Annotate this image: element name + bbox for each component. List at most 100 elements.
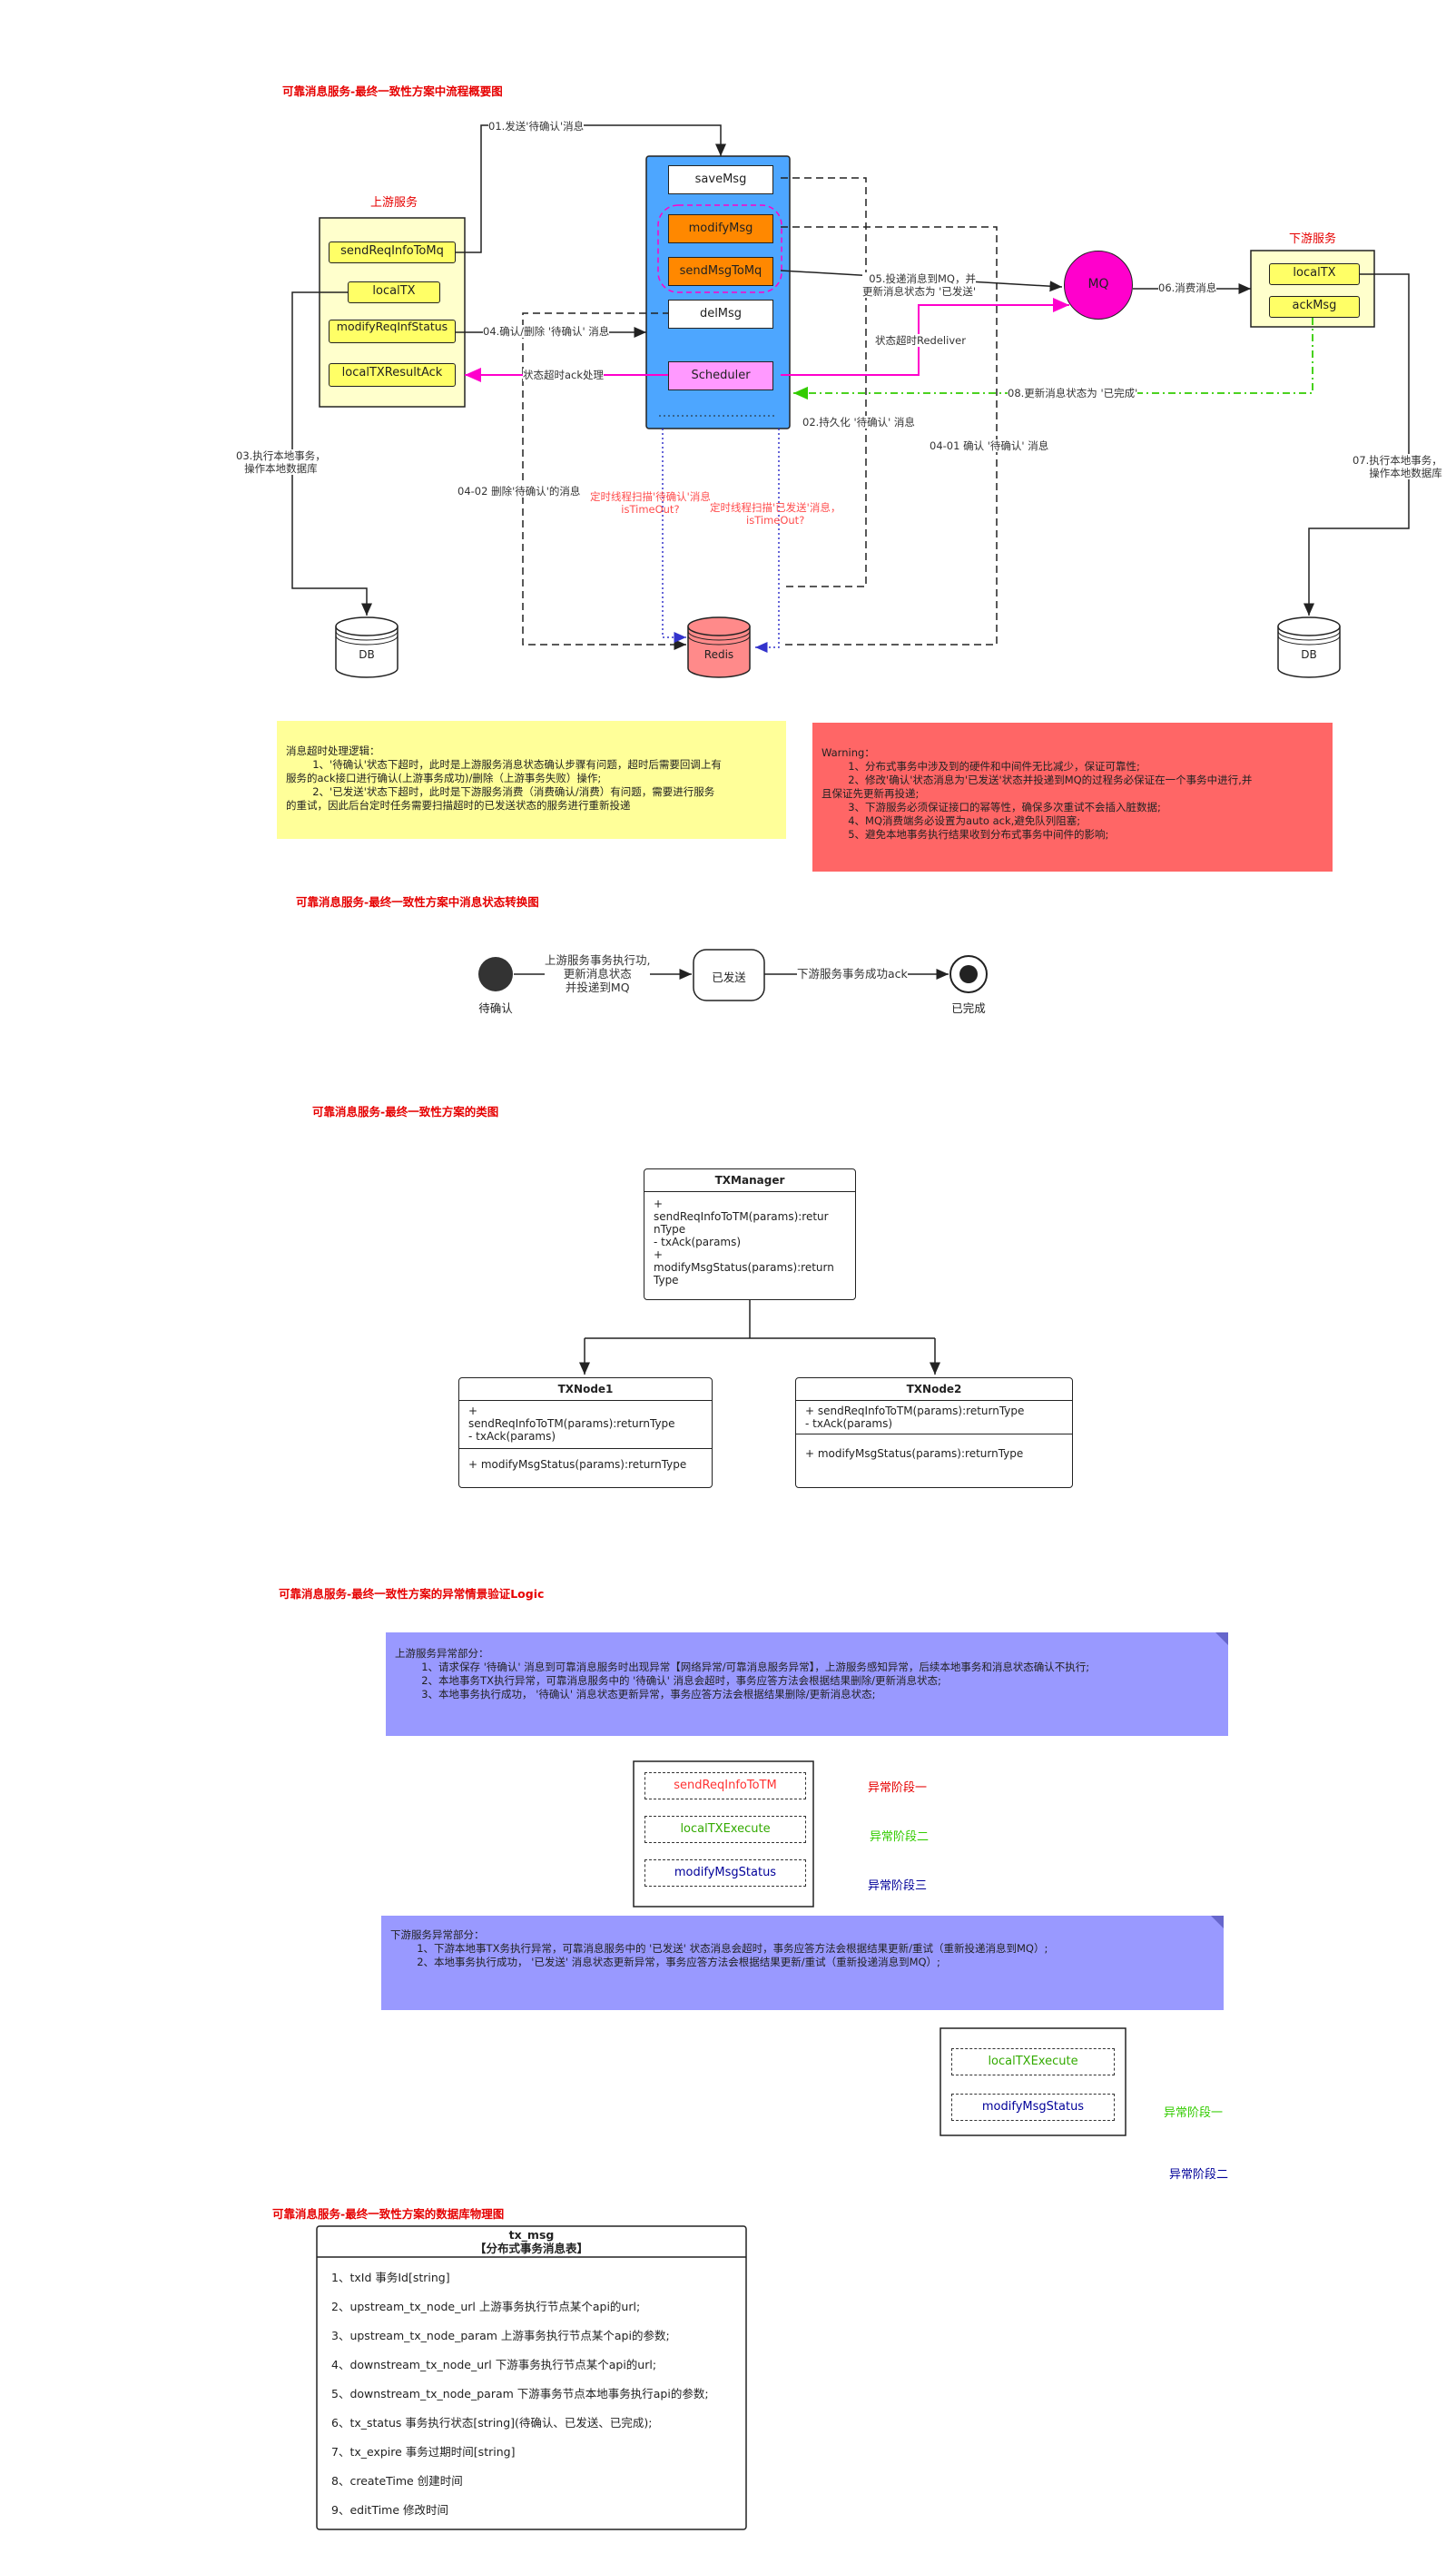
up-note-line: 3、本地事务执行成功， '待确认' 消息状态更新异常，事务应答方法会根据结果删除… xyxy=(395,1688,876,1701)
redis-label: Redis xyxy=(703,648,734,661)
label-04-01: 04-01 确认 '待确认' 消息 xyxy=(930,439,1049,452)
note-timeout-line: 服务的ack接口进行确认(上游事务成功)/删除（上游事务失败）操作; xyxy=(286,772,602,784)
down-step-modifyMsgStatus: modifyMsgStatus xyxy=(951,2094,1115,2121)
note-timeout: 消息超时处理逻辑： 1、'待确认'状态下超时，此时是上游服务消息状态确认步骤有问… xyxy=(277,721,786,839)
orange-group-dash xyxy=(657,204,782,293)
table-field: 5、downstream_tx_node_param 下游事务节点本地事务执行a… xyxy=(331,2387,709,2400)
btn-ackMsg: ackMsg xyxy=(1269,296,1360,318)
up-phase-2: 异常阶段二 xyxy=(870,1830,930,1844)
section2-title: 可靠消息服务-最终一致性方案中消息状态转换图 xyxy=(296,895,539,909)
box-saveMsg: saveMsg xyxy=(668,165,773,194)
label-08: 08.更新消息状态为 '已完成' xyxy=(1008,387,1138,399)
table-name: tx_msg xyxy=(508,2228,555,2242)
db-right-icon xyxy=(1277,616,1341,678)
up-note-line: 1、请求保存 '待确认' 消息到可靠消息服务时出现异常【网络异常/可靠消息服务异… xyxy=(395,1661,1090,1673)
table-field: 2、upstream_tx_node_url 上游事务执行节点某个api的url… xyxy=(331,2300,641,2313)
class-op: + modifyMsgStatus(params):returnType xyxy=(468,1458,687,1471)
class-attr: - txAck(params) xyxy=(805,1417,893,1430)
note-warning-line: 5、避免本地事务执行结果收到分布式事务中间件的影响; xyxy=(821,828,1109,841)
table-fields: 1、txId 事务Id[string] 2、upstream_tx_node_u… xyxy=(317,2257,746,2529)
db-right-label: DB xyxy=(1301,648,1317,661)
class-attr: modifyMsgStatus(params):return xyxy=(654,1261,834,1274)
table-field: 8、createTime 创建时间 xyxy=(331,2474,463,2488)
up-note-line: 上游服务异常部分： xyxy=(395,1647,489,1660)
up-note-bg xyxy=(386,1632,1228,1736)
btn-modifyReqInfStatus: modifyReqInfStatus xyxy=(329,320,456,343)
box-delMsg: delMsg xyxy=(668,300,773,329)
note-warning-line: 4、MQ消费端务必设置为auto ack,避免队列阻塞; xyxy=(821,814,1081,827)
class-txnode1: TXNode1 + sendReqInfoToTM(params):return… xyxy=(458,1377,713,1488)
down-note-line: 下游服务异常部分： xyxy=(390,1928,485,1941)
section4-title: 可靠消息服务-最终一致性方案的异常情景验证Logic xyxy=(279,1587,545,1601)
table-field: 3、upstream_tx_node_param 上游事务执行节点某个api的参… xyxy=(331,2329,670,2342)
upstream-label: 上游服务 xyxy=(370,196,418,210)
class-txnode1-name: TXNode1 xyxy=(459,1378,712,1401)
state-sent-box xyxy=(693,949,765,1001)
class-attr: + xyxy=(468,1405,478,1417)
label-07: 07.执行本地事务， 操作本地数据库 xyxy=(1353,454,1442,479)
up-phase-1: 异常阶段一 xyxy=(868,1781,928,1795)
state-initial-dot xyxy=(478,957,513,991)
note-warning-line: 1、分布式事务中涉及到的硬件和中间件无比减少，保证可靠性; xyxy=(821,760,1140,773)
downstream-label: 下游服务 xyxy=(1289,232,1337,246)
note-warning-line: Warning： xyxy=(821,746,875,759)
down-phase-2: 异常阶段二 xyxy=(1169,2168,1229,2182)
note-warning: Warning： 1、分布式事务中涉及到的硬件和中间件无比减少，保证可靠性; 2… xyxy=(812,723,1333,872)
class-attr: Type xyxy=(654,1274,679,1286)
transition-1-label: 上游服务事务执行功, 更新消息状态 并投递到MQ xyxy=(545,953,651,994)
class-txnode2-name: TXNode2 xyxy=(796,1378,1072,1401)
state-final-inner xyxy=(959,965,978,983)
label-02: 02.持久化 '待确认' 消息 xyxy=(802,416,915,429)
table-field: 6、tx_status 事务执行状态[string](待确认、已发送、已完成); xyxy=(331,2416,653,2430)
table-caption: 【分布式事务消息表】 xyxy=(474,2242,588,2255)
db-left-label: DB xyxy=(359,648,375,661)
note-warning-line: 3、下游服务必须保证接口的幂等性，确保多次重试不会插入脏数据; xyxy=(821,801,1161,813)
class-attr: + xyxy=(654,1198,664,1210)
note-timeout-line: 1、'待确认'状态下超时，此时是上游服务消息状态确认步骤有问题，超时后需要回调上… xyxy=(286,758,722,771)
label-06: 06.消费消息 xyxy=(1158,281,1217,294)
label-01: 01.发送'待确认'消息 xyxy=(488,120,585,133)
note-timeout-line: 消息超时处理逻辑： xyxy=(286,744,380,757)
table-field: 4、downstream_tx_node_url 下游事务执行节点某个api的u… xyxy=(331,2358,657,2371)
up-step-modifyMsgStatus: modifyMsgStatus xyxy=(644,1859,806,1887)
section5-title: 可靠消息服务-最终一致性方案的数据库物理图 xyxy=(272,2207,505,2221)
db-left-icon xyxy=(335,616,398,678)
table-field: 1、txId 事务Id[string] xyxy=(331,2271,450,2284)
down-exception-note: 下游服务异常部分： 1、下游本地事TX务执行异常，可靠消息服务中的 '已发送' … xyxy=(381,1916,1224,2010)
class-attr: sendReqInfoToTM(params):retur xyxy=(654,1210,829,1223)
class-attr: + sendReqInfoToTM(params):returnType xyxy=(805,1405,1025,1417)
down-phase-1: 异常阶段一 xyxy=(1164,2106,1224,2120)
class-attr: sendReqInfoToTM(params):returnType xyxy=(468,1417,675,1430)
label-ack-handle: 状态超时ack处理 xyxy=(523,369,605,381)
box-sendMsgToMq: sendMsgToMq xyxy=(668,257,773,286)
redis-icon xyxy=(687,616,751,678)
label-scan-sent: 定时线程扫描'已发送'消息， isTimeOut? xyxy=(710,501,841,527)
section3-title: 可靠消息服务-最终一致性方案的类图 xyxy=(312,1105,499,1119)
note-timeout-line: 的重试，因此后台定时任务需要扫描超时的已发送状态的服务进行重新投递 xyxy=(286,799,631,812)
down-note-bg xyxy=(381,1916,1224,2010)
up-phase-3: 异常阶段三 xyxy=(868,1879,928,1893)
state-pending-label: 待确认 xyxy=(478,1001,513,1015)
class-attr: + xyxy=(654,1248,664,1261)
class-txnode2: TXNode2 + sendReqInfoToTM(params):return… xyxy=(795,1377,1073,1488)
class-txmanager-name: TXManager xyxy=(644,1169,855,1192)
label-05: 05.投递消息到MQ，并 更新消息状态为 '已发送' xyxy=(862,272,976,298)
class-attr: - txAck(params) xyxy=(654,1236,742,1248)
label-scan-pending: 定时线程扫描'待确认'消息 isTimeOut? xyxy=(590,490,711,516)
note-timeout-line: 2、'已发送'状态下超时，此时是下游服务消费（消费确认/消费）有问题，需要进行服… xyxy=(286,785,715,798)
down-note-line: 2、本地事务执行成功， '已发送' 消息状态更新异常，事务应答方法会根据结果更新… xyxy=(390,1956,940,1968)
class-op: + modifyMsgStatus(params):returnType xyxy=(805,1447,1024,1460)
down-note-line: 1、下游本地事TX务执行异常，可靠消息服务中的 '已发送' 状态消息会超时，事务… xyxy=(390,1942,1048,1955)
table-field: 9、editTime 修改时间 xyxy=(331,2503,449,2517)
up-step-sendReqInfoToTM: sendReqInfoToTM xyxy=(644,1772,806,1799)
table-field: 7、tx_expire 事务过期时间[string] xyxy=(331,2445,516,2459)
state-sent-label: 已发送 xyxy=(712,971,746,984)
up-step-localTXExecute: localTXExecute xyxy=(644,1816,806,1843)
btn-sendReqInfoToMq: sendReqInfoToMq xyxy=(329,242,456,263)
table-header: tx_msg 【分布式事务消息表】 xyxy=(317,2228,746,2255)
btn-localTXResultAck: localTXResultAck xyxy=(329,363,456,387)
label-04: 04.确认/删除 '待确认' 消息 xyxy=(483,325,610,338)
btn-localTX-up: localTX xyxy=(348,281,440,303)
transition-2-label: 下游服务事务成功ack xyxy=(797,967,908,981)
label-redeliver: 状态超时Redeliver xyxy=(875,334,966,347)
